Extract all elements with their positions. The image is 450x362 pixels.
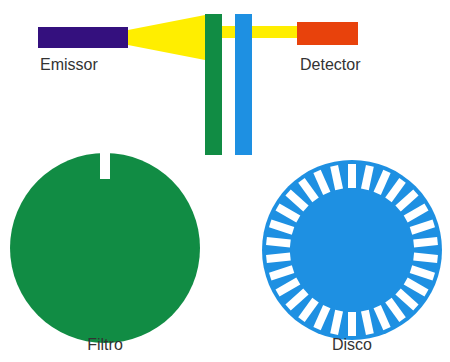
filter-disc: [10, 153, 200, 343]
disc-slot: [298, 298, 319, 322]
disc-slot: [395, 289, 418, 311]
disc-slot: [385, 298, 406, 322]
light-beam: [128, 15, 205, 60]
disc-slot: [266, 237, 291, 247]
disc-slot: [313, 170, 330, 195]
disc-slot: [348, 164, 356, 188]
disc-slot: [276, 204, 301, 223]
part-label: Emissor: [40, 56, 98, 74]
disc-slot: [385, 178, 406, 202]
disc-slot: [361, 165, 374, 190]
filter-edge: [205, 14, 222, 155]
disc-edge: [235, 14, 252, 155]
filter-slot: [100, 153, 110, 179]
disc-slot: [395, 189, 418, 211]
disc-slots: [266, 164, 438, 336]
disc-slot: [330, 310, 343, 335]
disc-slot: [269, 265, 294, 280]
disc-slot: [410, 220, 435, 235]
disc-slot: [404, 204, 429, 223]
disc-slot: [404, 278, 429, 297]
encoder-disc: [262, 160, 442, 340]
disc-slot: [374, 305, 391, 330]
disc-slot: [269, 220, 294, 235]
detector-block: [297, 22, 358, 45]
disc-slot: [410, 265, 435, 280]
disc-slot: [266, 253, 291, 263]
disc-slot: [374, 170, 391, 195]
disc-slot: [285, 189, 308, 211]
disc-slot: [313, 305, 330, 330]
disc-slot: [285, 289, 308, 311]
disc-slot: [348, 312, 356, 336]
emitter-block: [38, 27, 128, 48]
disc-slot: [276, 278, 301, 297]
disc-slot: [361, 310, 374, 335]
disc-slot: [330, 165, 343, 190]
part-label: Disco: [332, 336, 372, 354]
disc-slot: [413, 253, 438, 263]
disc-slot: [413, 237, 438, 247]
part-label: Detector: [300, 56, 360, 74]
part-label: Filtro: [87, 336, 123, 354]
disc-slot: [298, 178, 319, 202]
